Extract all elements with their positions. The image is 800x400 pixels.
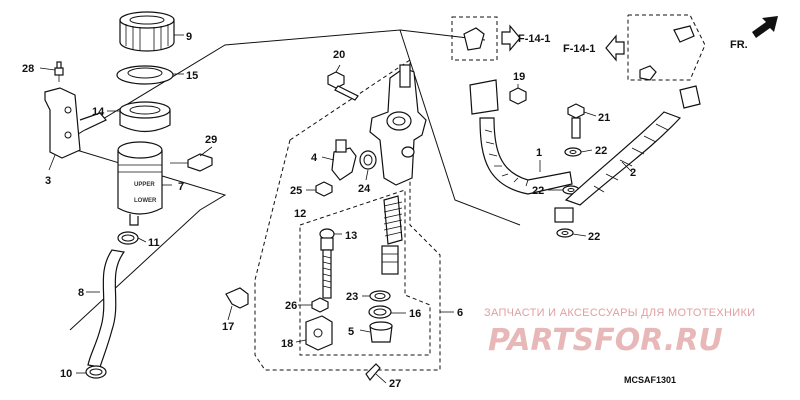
- callout-5: 5: [348, 326, 354, 338]
- bolt-21: [567, 103, 585, 139]
- reservoir-bracket: [44, 87, 107, 159]
- callout-22-bot: 22: [588, 231, 600, 243]
- callout-6: 6: [457, 307, 463, 319]
- callout-9: 9: [186, 31, 192, 43]
- callout-7: 7: [178, 181, 184, 193]
- watermark-brand: PARTSFOR.RU: [488, 323, 723, 358]
- callout-27: 27: [389, 378, 401, 390]
- callout-17: 17: [222, 321, 234, 333]
- callout-21: 21: [598, 112, 610, 124]
- bolt-28: [54, 61, 64, 82]
- callout-28: 28: [22, 63, 34, 75]
- ref-label-right[interactable]: F-14-1: [563, 43, 595, 55]
- clevis-18: [305, 315, 333, 351]
- washer-22-bot: [556, 228, 574, 238]
- callout-26: 26: [285, 300, 297, 312]
- nut-26: [311, 297, 329, 313]
- callout-23: 23: [346, 291, 358, 303]
- callout-16: 16: [409, 308, 421, 320]
- boot-5: [369, 321, 393, 343]
- reservoir: UPPER LOWER: [117, 141, 163, 226]
- callout-12: 12: [294, 208, 306, 220]
- push-rod: [319, 228, 335, 299]
- washer-24: [359, 150, 377, 170]
- reservoir-cap: [119, 11, 175, 52]
- hose-clip-10: [85, 365, 107, 379]
- master-cylinder-body: [369, 64, 427, 186]
- callout-24: 24: [358, 183, 371, 195]
- callout-1: 1: [536, 147, 542, 159]
- ref-arrow-right[interactable]: [605, 34, 625, 62]
- callout-25: 25: [290, 185, 302, 197]
- brake-hose-2: [554, 85, 701, 223]
- screw-25: [315, 181, 333, 197]
- assembly-outline-12: [299, 189, 431, 356]
- diagram-code: MCSAF1301: [624, 375, 676, 385]
- reservoir-plate: [116, 65, 174, 85]
- callout-20: 20: [333, 49, 345, 61]
- o-ring-16: [368, 305, 392, 319]
- callout-15: 15: [186, 70, 198, 82]
- ref-frame-right: [627, 14, 706, 81]
- callout-22-top: 22: [595, 145, 607, 157]
- cotter-pin-27: [365, 363, 381, 382]
- front-direction-arrow-icon: [752, 16, 778, 38]
- ref-arrow-left[interactable]: [501, 24, 521, 52]
- callout-14: 14: [92, 106, 105, 118]
- callout-8: 8: [78, 287, 84, 299]
- ref-fitting-left: [463, 27, 485, 51]
- piston: [381, 245, 399, 275]
- watermark-tagline: ЗАПЧАСТИ И АКСЕССУАРЫ ДЛЯ МОТОТЕХНИКИ: [484, 307, 755, 319]
- reservoir-upper-mark: UPPER: [134, 182, 155, 188]
- callout-13: 13: [345, 230, 357, 242]
- circlip-23: [369, 290, 391, 302]
- callout-22-mid: 22: [532, 185, 544, 197]
- callout-11: 11: [148, 237, 160, 249]
- reservoir-lower-mark: LOWER: [134, 198, 157, 204]
- bolt-19: [509, 87, 527, 105]
- callout-3: 3: [45, 175, 51, 187]
- leader-lines: [39, 34, 633, 384]
- reservoir-diaphragm: [119, 101, 171, 133]
- front-direction-label: FR.: [730, 39, 748, 51]
- ref-fitting-right: [639, 25, 695, 81]
- bolt-29: [170, 153, 213, 172]
- callout-4: 4: [311, 152, 318, 164]
- joint-4: [331, 139, 357, 181]
- callout-2: 2: [630, 167, 636, 179]
- callout-18: 18: [281, 338, 293, 350]
- ref-frame-left: [451, 16, 498, 61]
- ref-label-left[interactable]: F-14-1: [518, 33, 550, 45]
- hose-clip-11: [117, 231, 139, 245]
- callout-19: 19: [513, 71, 525, 83]
- brake-hose-1: [469, 79, 573, 195]
- bolt-20: [327, 71, 359, 101]
- washer-22-top: [564, 147, 582, 157]
- piston-spring: [383, 195, 403, 245]
- callout-29: 29: [205, 134, 217, 146]
- joint-pin-17: [225, 287, 249, 309]
- callout-10: 10: [60, 368, 72, 380]
